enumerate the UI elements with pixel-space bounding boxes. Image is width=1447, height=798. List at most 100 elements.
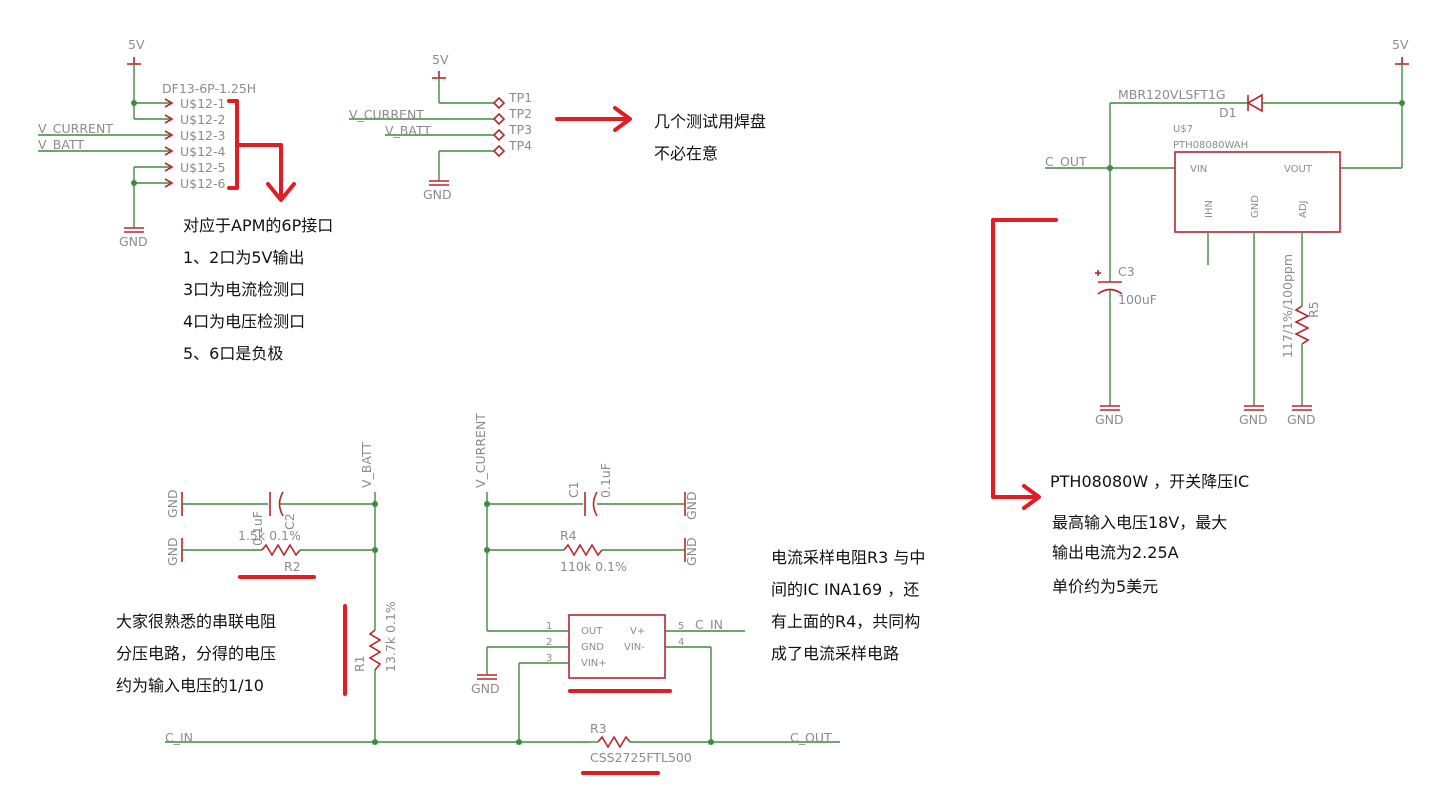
- ina-pin-num-5: 5: [678, 621, 684, 632]
- testpoint-net-batt: V_BATT: [385, 123, 431, 138]
- ina-pin-vp: V+: [630, 626, 645, 637]
- testpoint-annotation-arrow: [555, 106, 632, 132]
- c1-name-label: C1: [566, 481, 581, 498]
- divider-net-batt: V_BATT: [359, 442, 374, 488]
- regulator-block: 5V MBR120VLSFT1G D1 C_OUT U$7 PTH08080WA…: [1045, 37, 1409, 427]
- sense-note-line-2: 间的IC INA169 ，还: [771, 580, 919, 599]
- sense-net-current: V_CURRENT: [473, 413, 488, 488]
- connector-note: 对应于APM的6P接口 1、2口为5V输出 3口为电流检测口 4口为电压检测口 …: [183, 216, 333, 363]
- ina-pin-num-3: 3: [546, 653, 552, 664]
- ina-pin-num-2: 2: [546, 637, 552, 648]
- testpoint-4-label: TP4: [508, 138, 532, 153]
- connector-pin-4: U$12-4: [180, 144, 226, 159]
- connector-note-line-3: 3口为电流检测口: [183, 280, 305, 299]
- c3-gnd-label: GND: [1095, 412, 1124, 427]
- divider-net-cin: C_IN: [165, 730, 193, 745]
- r3-value-label: CSS2725FTL500: [590, 750, 692, 765]
- sense-net-cout: C_OUT: [790, 730, 832, 745]
- regulator-pin-vout: VOUT: [1284, 164, 1313, 175]
- connector-block: 5V DF13-6P-1.25H U$12-1 U$12-2 U$12-3 U$…: [38, 37, 256, 249]
- divider-note-line-2: 分压电路，分得的电压: [116, 644, 276, 663]
- regulator-pin-ihn: IHN: [1204, 200, 1215, 218]
- regulator-5v-label: 5V: [1392, 37, 1409, 52]
- c1-value-label: 0.1uF: [598, 463, 613, 498]
- r4-value-label: 110k 0.1%: [560, 559, 627, 574]
- ina-pin-vinp: VIN+: [581, 658, 607, 669]
- diode-part-label: MBR120VLSFT1G: [1118, 87, 1226, 102]
- r1-name-label: R1: [352, 655, 367, 672]
- sense-block: V_CURRENT C1 0.1uF GND R4 110k 0.1% GND …: [471, 413, 840, 765]
- c2-name-label: C2: [282, 513, 297, 530]
- divider-annotation-marks: [238, 575, 347, 696]
- regulator-annotation-arrow: [991, 218, 1058, 510]
- sense-annotation-marks: [568, 689, 672, 775]
- sense-net-cin: C_IN: [695, 617, 723, 632]
- connector-part-label: DF13-6P-1.25H: [162, 81, 256, 96]
- c3-name-label: C3: [1118, 264, 1135, 279]
- connector-pin-6: U$12-6: [180, 176, 226, 191]
- r2-gnd-label: GND: [165, 537, 180, 566]
- testpoint-5v-label: 5V: [432, 52, 449, 67]
- connector-note-line-1: 对应于APM的6P接口: [183, 216, 333, 235]
- sense-note-line-3: 有上面的R4，共同构: [771, 612, 920, 631]
- regulator-ic-part: PTH08080WAH: [1173, 140, 1248, 151]
- divider-note-line-1: 大家很熟悉的串联电阻: [116, 612, 276, 631]
- divider-block: V_BATT GND C2 0.1uF GND 1.5k 0.1% R2 R1 …: [165, 442, 590, 745]
- regulator-pin-adj: ADJ: [1298, 201, 1309, 219]
- ina-gnd-label: GND: [471, 681, 500, 696]
- regulator-note-line-1: PTH08080W ，开关降压IC: [1050, 472, 1249, 491]
- connector-5v-label: 5V: [128, 37, 145, 52]
- testpoint-3-label: TP3: [508, 122, 532, 137]
- connector-pin-1: U$12-1: [180, 96, 225, 111]
- testpoint-2-label: TP2: [508, 106, 532, 121]
- sense-note-line-4: 成了电流采样电路: [771, 644, 899, 663]
- testpoint-1-label: TP1: [508, 90, 532, 105]
- testpoint-net-current: V_CURRENT: [349, 107, 424, 122]
- ina-pin-gnd: GND: [581, 642, 604, 653]
- connector-pin-5: U$12-5: [180, 160, 225, 175]
- regulator-pin-gnd: GND: [1250, 195, 1261, 218]
- diode-name-label: D1: [1219, 105, 1237, 120]
- testpoint-block: 5V TP1 TP2 TP3 TP4 V_CURRENT V_BATT GND: [349, 52, 532, 202]
- testpoint-gnd-label: GND: [423, 187, 452, 202]
- ina-pin-num-4: 4: [678, 637, 684, 648]
- ina-pin-num-1: 1: [546, 621, 552, 632]
- regulator-net-cout: C_OUT: [1045, 154, 1087, 169]
- connector-gnd-label: GND: [119, 234, 148, 249]
- regulator-note-line-3: 输出电流为2.25A: [1052, 543, 1179, 562]
- r1-value-label: 13.7k 0.1%: [383, 601, 398, 672]
- testpoint-note: 几个测试用焊盘 不必在意: [654, 112, 766, 163]
- regulator-note: PTH08080W ，开关降压IC 最高输入电压18V，最大 输出电流为2.25…: [1050, 472, 1249, 596]
- c2-gnd-label: GND: [165, 489, 180, 518]
- testpoint-note-line-2: 不必在意: [654, 144, 718, 163]
- r2-name-label: R2: [284, 559, 301, 574]
- ina-pin-vinm: VIN-: [624, 642, 645, 653]
- sense-note-line-1: 电流采样电阻R3 与中: [771, 548, 925, 567]
- r3-name-label: R3: [590, 721, 607, 736]
- connector-pin-3: U$12-3: [180, 128, 225, 143]
- ina-pin-out: OUT: [581, 626, 603, 637]
- r5-gnd-label: GND: [1287, 412, 1316, 427]
- connector-net-batt: V_BATT: [38, 137, 84, 152]
- regulator-note-line-2: 最高输入电压18V，最大: [1052, 513, 1227, 532]
- sense-note: 电流采样电阻R3 与中 间的IC INA169 ，还 有上面的R4，共同构 成了…: [771, 548, 925, 663]
- r4-name-label: R4: [560, 528, 577, 543]
- regulator-pin-vin: VIN: [1190, 164, 1207, 175]
- r5-value-label: 117/1%/100ppm: [1280, 254, 1295, 358]
- connector-note-line-5: 5、6口是负极: [183, 344, 283, 363]
- r2-value-label: 1.5k 0.1%: [238, 528, 301, 543]
- connector-note-line-2: 1、2口为5V输出: [183, 248, 305, 267]
- c3-value-label: 100uF: [1118, 292, 1157, 307]
- r5-name-label: R5: [1306, 301, 1321, 318]
- regulator-gnd-label: GND: [1239, 412, 1268, 427]
- c1-gnd-label: GND: [684, 491, 699, 520]
- c2-value-label: 0.1uF: [250, 511, 265, 546]
- connector-pin-2: U$12-2: [180, 112, 225, 127]
- connector-note-line-4: 4口为电压检测口: [183, 312, 305, 331]
- regulator-ic-name: U$7: [1173, 124, 1193, 135]
- divider-note-line-3: 约为输入电压的1/10: [116, 676, 264, 695]
- connector-net-current: V_CURRENT: [38, 121, 113, 136]
- testpoint-note-line-1: 几个测试用焊盘: [654, 112, 766, 131]
- r4-gnd-label: GND: [684, 537, 699, 566]
